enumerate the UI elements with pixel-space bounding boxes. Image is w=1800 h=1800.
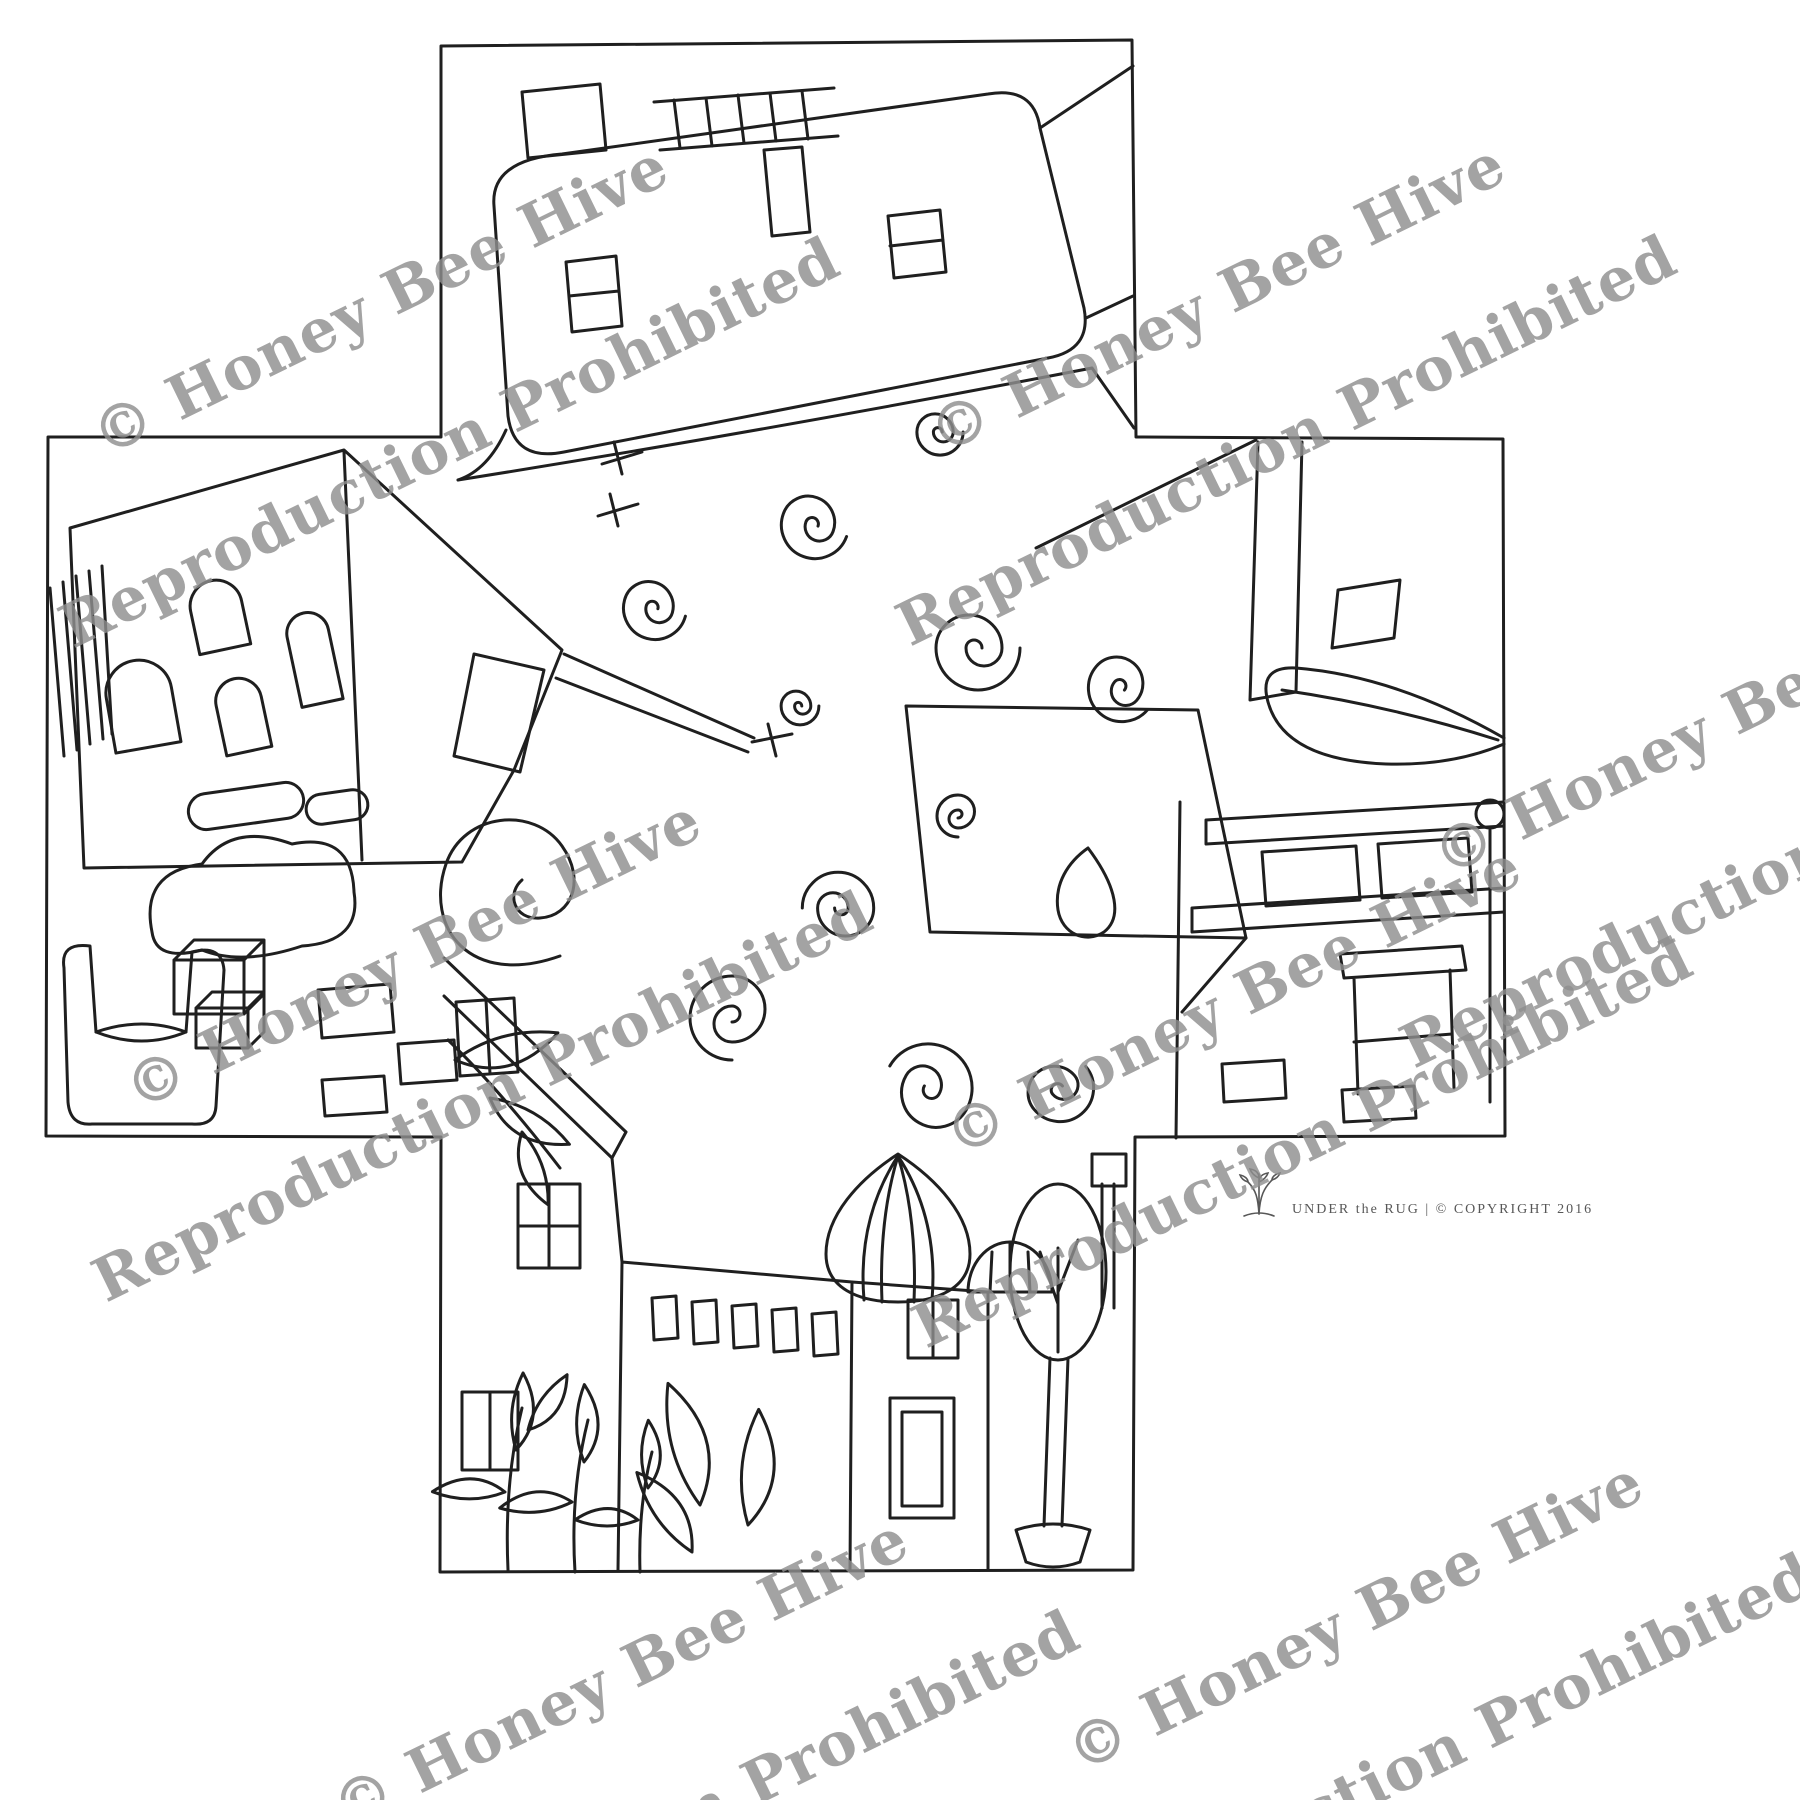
footer-logo-text: UNDER the RUG | © COPYRIGHT 2016 bbox=[1292, 1202, 1594, 1217]
panel-bottom-village bbox=[432, 956, 1128, 1574]
panel-left-house bbox=[48, 448, 564, 1126]
panel-top-building bbox=[456, 64, 1136, 528]
under-the-rug-logo-icon bbox=[1238, 1168, 1282, 1217]
panel-right-interior bbox=[904, 438, 1506, 1140]
panel-center-swirls bbox=[439, 413, 1166, 1205]
box-outline bbox=[44, 38, 1507, 1574]
footer-logo: UNDER the RUG | © COPYRIGHT 2016 bbox=[1236, 1168, 1593, 1218]
